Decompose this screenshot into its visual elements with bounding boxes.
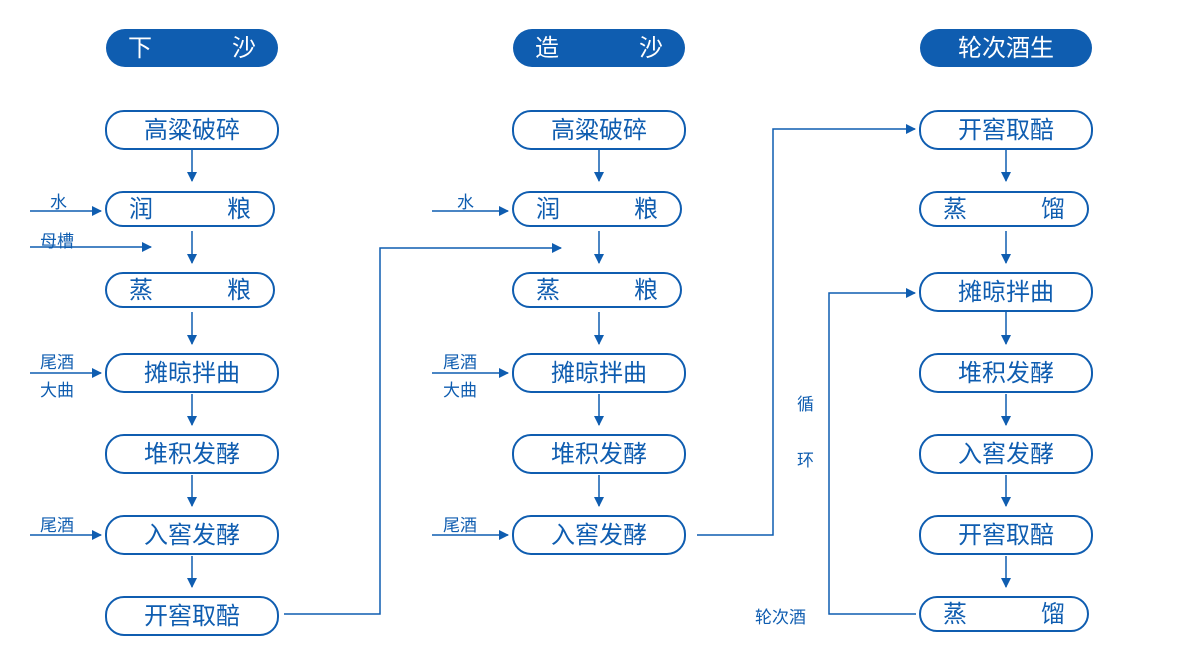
- col2-step-1: 高粱破碎: [512, 110, 686, 150]
- col3-step-4: 堆积发酵: [919, 353, 1093, 393]
- col1-input-daqu-label: 大曲: [40, 381, 74, 401]
- col3-step-3: 摊晾拌曲: [919, 272, 1093, 312]
- col2-step-2-char-1: 润: [536, 195, 560, 223]
- col2-input-tail-liquor-label: 尾酒: [443, 353, 477, 373]
- col1-step-4-label: 摊晾拌曲: [144, 359, 240, 387]
- col3-step-6-label: 开窖取醅: [958, 521, 1054, 549]
- col3-step-2-char-2: 馏: [1041, 195, 1065, 223]
- col1-step-4: 摊晾拌曲: [105, 353, 279, 393]
- col3-loop-label-char-2: 环: [797, 451, 814, 471]
- col1-header: 下 沙: [106, 29, 278, 67]
- col3-step-4-label: 堆积发酵: [958, 359, 1054, 387]
- col2-step-5: 堆积发酵: [512, 434, 686, 474]
- link-col1-to-col2: [284, 243, 562, 615]
- col1-step-3-char-1: 蒸: [129, 276, 153, 304]
- col2-step-4-label: 摊晾拌曲: [551, 359, 647, 387]
- col2-step-3-char-1: 蒸: [536, 276, 560, 304]
- col2-step-6-label: 入窖发酵: [551, 521, 647, 549]
- col2-step-5-label: 堆积发酵: [551, 440, 647, 468]
- col2-header: 造 沙: [513, 29, 685, 67]
- col1-input-mother-grains-label: 母槽: [40, 232, 74, 252]
- col2-step-2-char-2: 粮: [634, 195, 658, 223]
- col3-step-5-label: 入窖发酵: [958, 440, 1054, 468]
- col1-input-tail-liquor-2-label: 尾酒: [40, 516, 74, 536]
- col1-header-char-1: 下: [128, 34, 152, 62]
- col3-step-7-char-2: 馏: [1041, 600, 1065, 628]
- col1-step-6-label: 入窖发酵: [144, 521, 240, 549]
- col3-step-1: 开窖取醅: [919, 110, 1093, 150]
- col2-header-char-2: 沙: [639, 34, 663, 62]
- col2-input-tail-liquor-2-label: 尾酒: [443, 516, 477, 536]
- col1-step-2-char-2: 粮: [227, 195, 251, 223]
- col3-step-2-char-1: 蒸: [943, 195, 967, 223]
- col2-step-3-char-2: 粮: [634, 276, 658, 304]
- link-col2-to-col3: [697, 124, 916, 536]
- col2-step-4: 摊晾拌曲: [512, 353, 686, 393]
- col3-header: 轮次酒生: [920, 29, 1092, 67]
- col3-step-6: 开窖取醅: [919, 515, 1093, 555]
- col3-step-7-char-1: 蒸: [943, 600, 967, 628]
- col1-step-7: 开窖取醅: [105, 596, 279, 636]
- col1-input-water-label: 水: [50, 193, 67, 213]
- col3-step-2: 蒸馏: [919, 191, 1089, 227]
- col1-header-char-2: 沙: [232, 34, 256, 62]
- col3-loop-output-label: 轮次酒: [755, 608, 806, 628]
- col1-step-1-label: 高粱破碎: [144, 116, 240, 144]
- col1-step-1: 高粱破碎: [105, 110, 279, 150]
- col2-input-daqu-label: 大曲: [443, 381, 477, 401]
- col1-step-2-char-1: 润: [129, 195, 153, 223]
- col3-step-5: 入窖发酵: [919, 434, 1093, 474]
- col2-step-2: 润粮: [512, 191, 682, 227]
- col1-input-tail-liquor-label: 尾酒: [40, 353, 74, 373]
- col1-step-2: 润粮: [105, 191, 275, 227]
- col3-step-3-label: 摊晾拌曲: [958, 278, 1054, 306]
- col3-recycle-loop: [828, 288, 916, 615]
- col3-step-1-label: 开窖取醅: [958, 116, 1054, 144]
- col2-input-water-label: 水: [457, 193, 474, 213]
- col2-step-3: 蒸粮: [512, 272, 682, 308]
- col1-step-6: 入窖发酵: [105, 515, 279, 555]
- col1-step-3: 蒸粮: [105, 272, 275, 308]
- col2-header-char-1: 造: [535, 34, 559, 62]
- col3-step-7: 蒸馏: [919, 596, 1089, 632]
- col1-step-3-char-2: 粮: [227, 276, 251, 304]
- col3-loop-label-char-1: 循: [797, 395, 814, 415]
- col2-step-6: 入窖发酵: [512, 515, 686, 555]
- col1-step-5-label: 堆积发酵: [144, 440, 240, 468]
- col3-header-label: 轮次酒生: [958, 34, 1054, 62]
- col1-step-5: 堆积发酵: [105, 434, 279, 474]
- col1-step-7-label: 开窖取醅: [144, 602, 240, 630]
- col2-step-1-label: 高粱破碎: [551, 116, 647, 144]
